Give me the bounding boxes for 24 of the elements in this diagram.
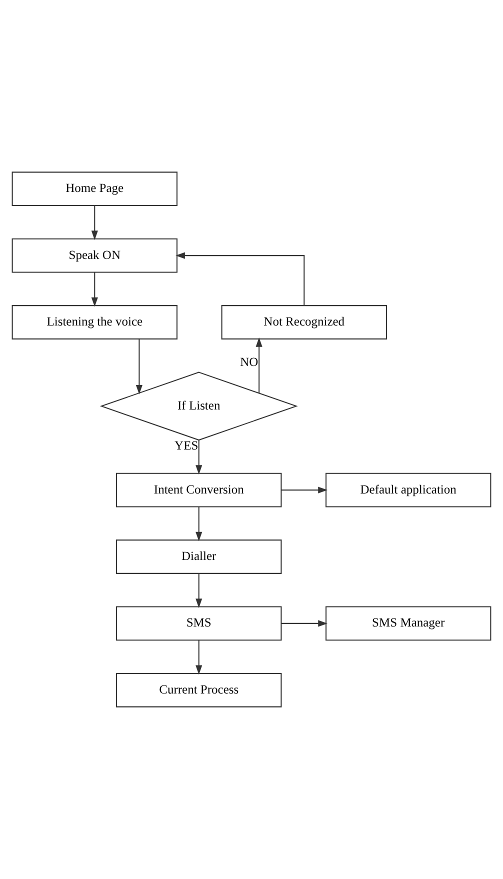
node-box: Default application bbox=[326, 472, 492, 508]
node-box: SMS bbox=[116, 606, 282, 641]
node-box: Intent Conversion bbox=[116, 472, 282, 508]
node-box: Current Process bbox=[116, 672, 282, 708]
arrow bbox=[256, 337, 262, 394]
arrow bbox=[196, 440, 202, 475]
arrow bbox=[281, 486, 328, 494]
node-box: Speak ON bbox=[12, 238, 178, 273]
arrow bbox=[176, 252, 305, 306]
arrow bbox=[196, 506, 202, 542]
node-box: Dialler bbox=[116, 540, 282, 574]
node-box: SMS Manager bbox=[326, 606, 492, 641]
arrow bbox=[281, 620, 328, 627]
arrow bbox=[196, 574, 202, 608]
node-box: Listening the voice bbox=[12, 305, 178, 340]
node-box: Not Recognized bbox=[221, 305, 387, 340]
edge-label: YES bbox=[174, 438, 198, 452]
arrow bbox=[196, 640, 202, 675]
node-box: Home Page bbox=[12, 172, 178, 206]
edge-label: NO bbox=[240, 355, 258, 370]
arrow bbox=[91, 272, 98, 307]
arrow bbox=[91, 206, 98, 240]
arrow bbox=[136, 339, 142, 394]
node-diamond: If Listen bbox=[100, 372, 298, 441]
